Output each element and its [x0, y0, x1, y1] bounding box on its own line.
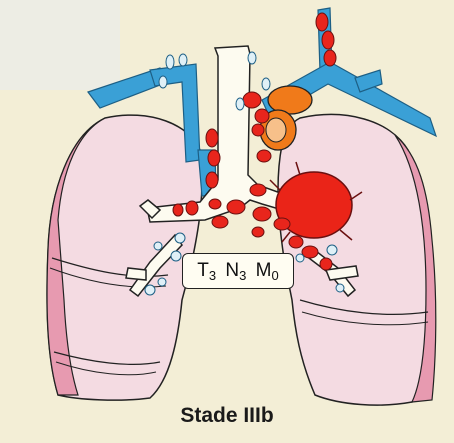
tnm-t-letter: T — [197, 260, 209, 281]
stage-caption: Stade IIIb — [0, 404, 454, 428]
tnm-n-letter: N — [225, 260, 239, 281]
tnm-n: N3 — [225, 260, 246, 281]
tnm-t: T3 — [197, 260, 216, 281]
tnm-m-number: 0 — [271, 268, 278, 283]
tnm-m-letter: M — [256, 260, 272, 281]
tnm-n-number: 3 — [239, 268, 246, 283]
tnm-stage-label: T3 N3 M0 — [182, 253, 294, 289]
scan-artifact — [0, 0, 120, 90]
tnm-m: M0 — [256, 260, 279, 281]
tnm-t-number: 3 — [209, 268, 216, 283]
